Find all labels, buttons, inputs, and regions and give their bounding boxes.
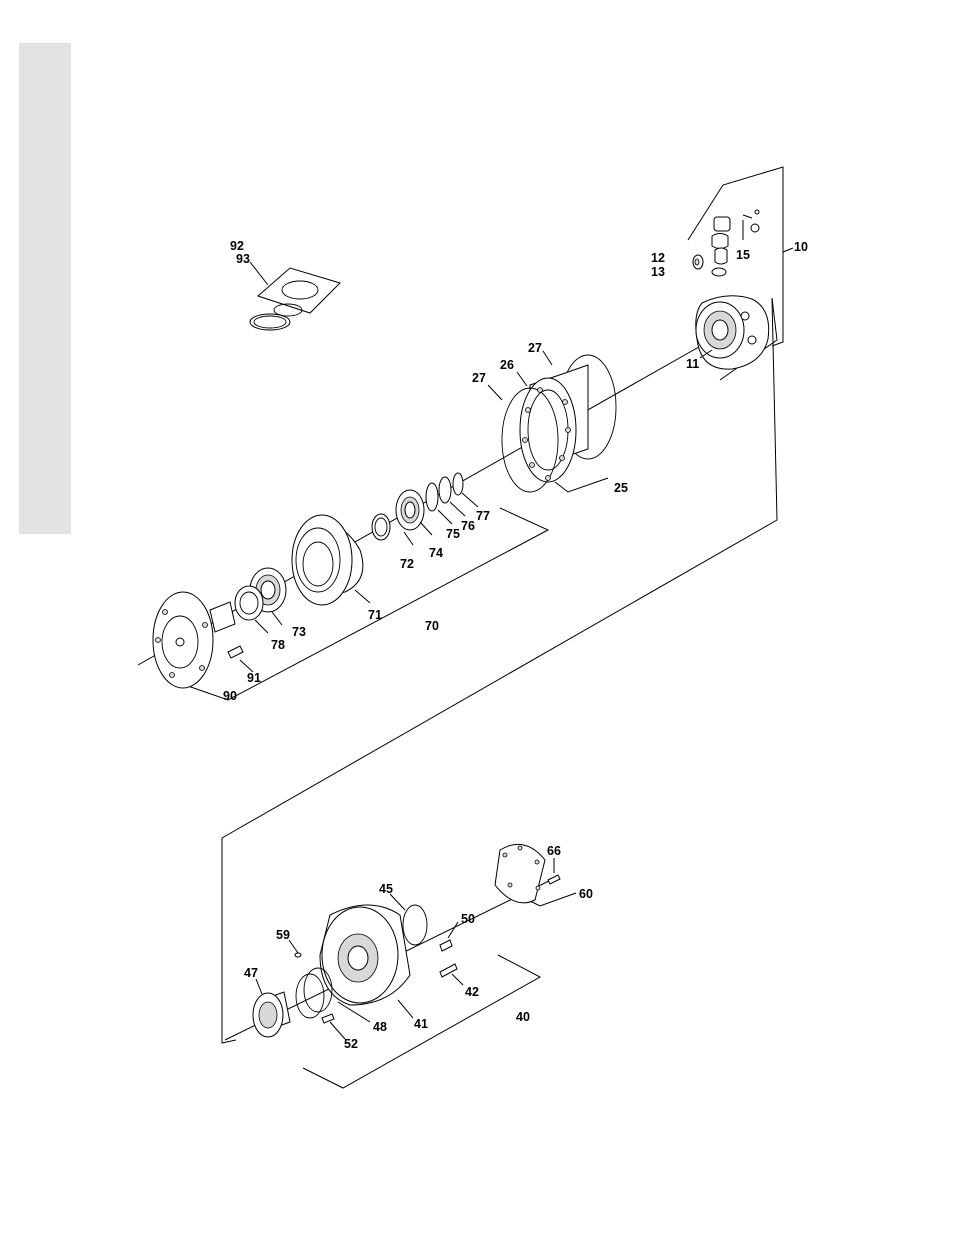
- motor-housing: [320, 905, 457, 1005]
- hub-bearing-set: [235, 515, 363, 620]
- seal-kit-bag: [250, 268, 340, 330]
- valve-components: [693, 210, 759, 276]
- label-52: 52: [344, 1037, 358, 1051]
- label-45: 45: [379, 882, 393, 896]
- label-91: 91: [247, 671, 261, 685]
- label-66: 66: [547, 844, 561, 858]
- label-48: 48: [373, 1020, 387, 1034]
- label-13: 13: [651, 265, 665, 279]
- label-90: 90: [223, 689, 237, 703]
- label-59: 59: [276, 928, 290, 942]
- label-73: 73: [292, 625, 306, 639]
- label-27-top: 27: [528, 341, 542, 355]
- label-93: 93: [236, 252, 250, 266]
- label-75: 75: [446, 527, 460, 541]
- label-70: 70: [425, 619, 439, 633]
- label-74: 74: [429, 546, 443, 560]
- label-72: 72: [400, 557, 414, 571]
- bracket-pump-to-lower: [222, 298, 777, 1043]
- pump-housing: [696, 296, 769, 369]
- output-flange: [153, 592, 243, 688]
- label-25: 25: [614, 481, 628, 495]
- label-71: 71: [368, 608, 382, 622]
- leader-lines: [240, 350, 712, 1039]
- label-40: 40: [516, 1010, 530, 1024]
- label-78: 78: [271, 638, 285, 652]
- label-10: 10: [794, 240, 808, 254]
- label-60: 60: [579, 887, 593, 901]
- label-47: 47: [244, 966, 258, 980]
- label-42: 42: [465, 985, 479, 999]
- label-26: 26: [500, 358, 514, 372]
- label-77: 77: [476, 509, 490, 523]
- label-76: 76: [461, 519, 475, 533]
- label-27-left: 27: [472, 371, 486, 385]
- leader-10: [783, 248, 793, 252]
- label-50: 50: [461, 912, 475, 926]
- label-11: 11: [686, 357, 699, 371]
- bracket-group-25: [555, 478, 608, 492]
- label-12: 12: [651, 251, 665, 265]
- label-92: 92: [230, 239, 244, 253]
- label-41: 41: [414, 1017, 428, 1031]
- label-15: 15: [736, 248, 750, 262]
